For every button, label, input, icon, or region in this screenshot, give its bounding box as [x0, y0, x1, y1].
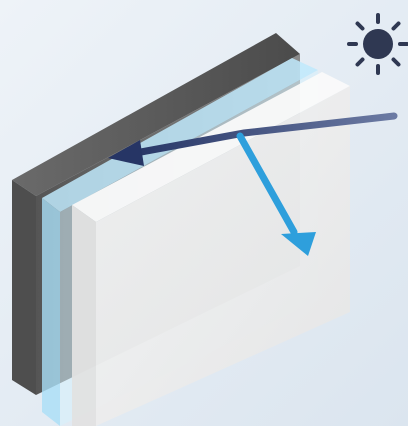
- sun-icon: [349, 15, 407, 73]
